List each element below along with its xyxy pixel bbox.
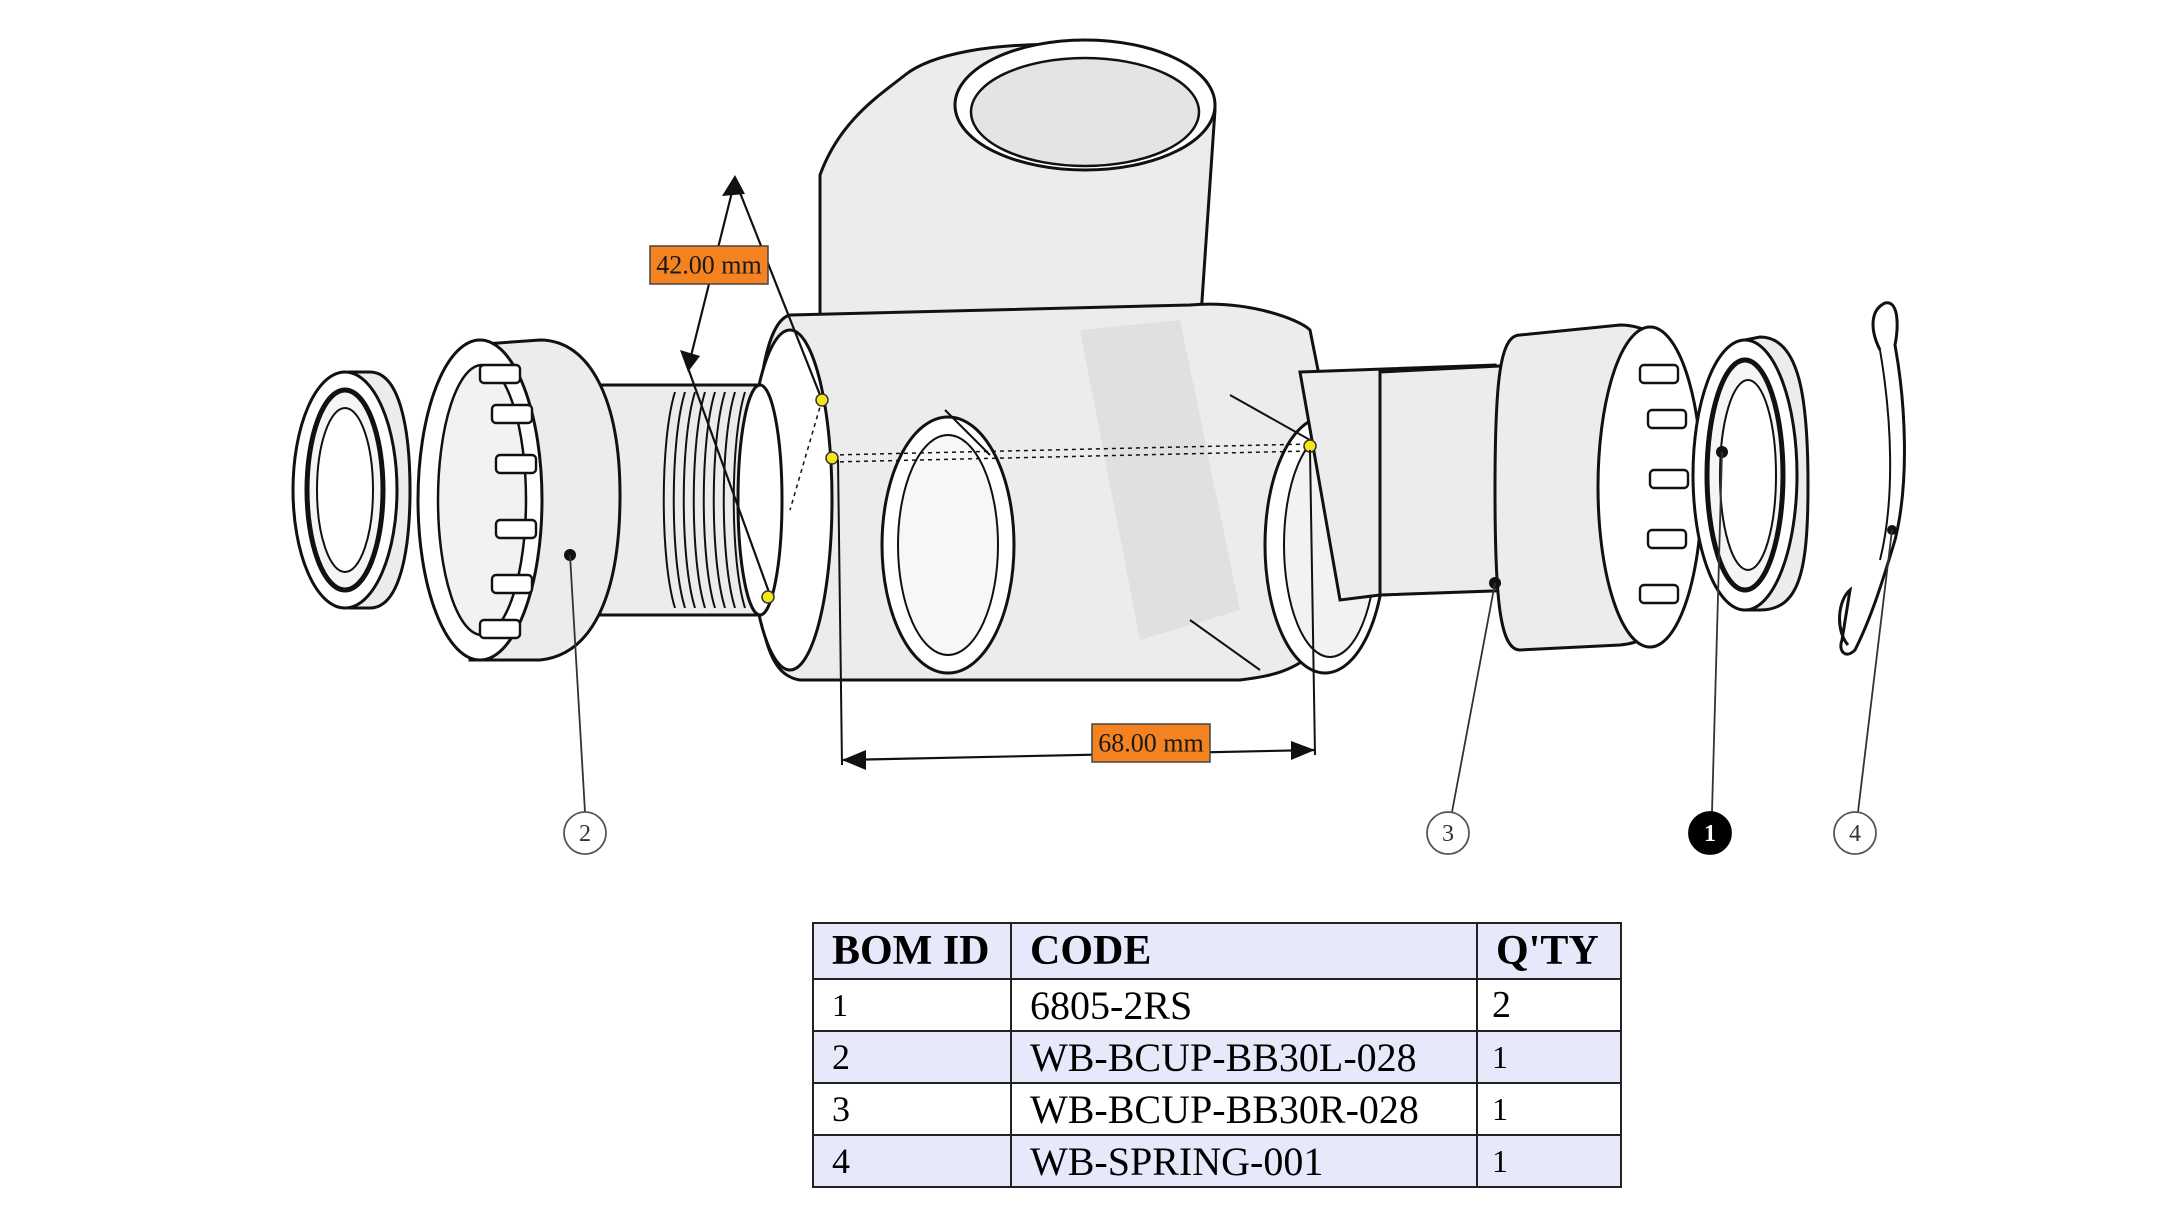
callout-3[interactable]: 3 — [1426, 811, 1470, 855]
bom-header-qty: Q'TY — [1476, 922, 1622, 980]
callout-label: 1 — [1704, 821, 1716, 847]
bom-cell-qty: 1 — [1476, 1030, 1622, 1084]
bom-cell-id: 2 — [812, 1030, 1012, 1084]
callout-4[interactable]: 4 — [1833, 811, 1877, 855]
bom-cell-id: 1 — [812, 978, 1012, 1032]
left-bearing-cup — [416, 338, 784, 662]
bom-header-code: CODE — [1010, 922, 1478, 980]
bom-row[interactable]: 1 6805-2RS 2 — [812, 978, 1622, 1032]
bom-cell-qty: 2 — [1476, 978, 1622, 1032]
bom-table: BOM ID CODE Q'TY 1 6805-2RS 2 2 WB-BCUP-… — [812, 922, 1622, 1188]
callout-1-selected[interactable]: 1 — [1688, 811, 1732, 855]
callout-label: 4 — [1849, 821, 1861, 847]
callout-leaders — [569, 451, 1893, 813]
right-bearing — [1691, 335, 1810, 612]
bom-row[interactable]: 2 WB-BCUP-BB30L-028 1 — [812, 1030, 1622, 1084]
dimension-label-box — [1091, 723, 1211, 763]
bom-header-id: BOM ID — [812, 922, 1012, 980]
callout-label: 2 — [579, 821, 591, 847]
right-bearing-cup — [1378, 323, 1704, 652]
bom-cell-id: 4 — [812, 1134, 1012, 1188]
bom-header-row: BOM ID CODE Q'TY — [812, 922, 1622, 980]
callout-label: 3 — [1442, 821, 1454, 847]
bom-cell-code: WB-BCUP-BB30R-028 — [1010, 1082, 1478, 1136]
bom-cell-code: 6805-2RS — [1010, 978, 1478, 1032]
callout-2[interactable]: 2 — [563, 811, 607, 855]
bom-cell-qty: 1 — [1476, 1134, 1622, 1188]
dimension-bearing-label: 42.00 mm — [656, 251, 761, 280]
dimension-shell-label: 68.00 mm — [1098, 729, 1203, 758]
bom-row[interactable]: 4 WB-SPRING-001 1 — [812, 1134, 1622, 1188]
bom-cell-qty: 1 — [1476, 1082, 1622, 1136]
dimension-label-box — [649, 245, 769, 285]
dimension-shell: 68.00 mm — [825, 439, 1317, 770]
bom-cell-code: WB-SPRING-001 — [1010, 1134, 1478, 1188]
bom-cell-id: 3 — [812, 1082, 1012, 1136]
spring-clip — [1838, 301, 1906, 656]
bom-row[interactable]: 3 WB-BCUP-BB30R-028 1 — [812, 1082, 1622, 1136]
left-bearing — [291, 370, 412, 610]
dimension-bearing: 42.00 mm — [649, 175, 829, 604]
bom-cell-code: WB-BCUP-BB30L-028 — [1010, 1030, 1478, 1084]
